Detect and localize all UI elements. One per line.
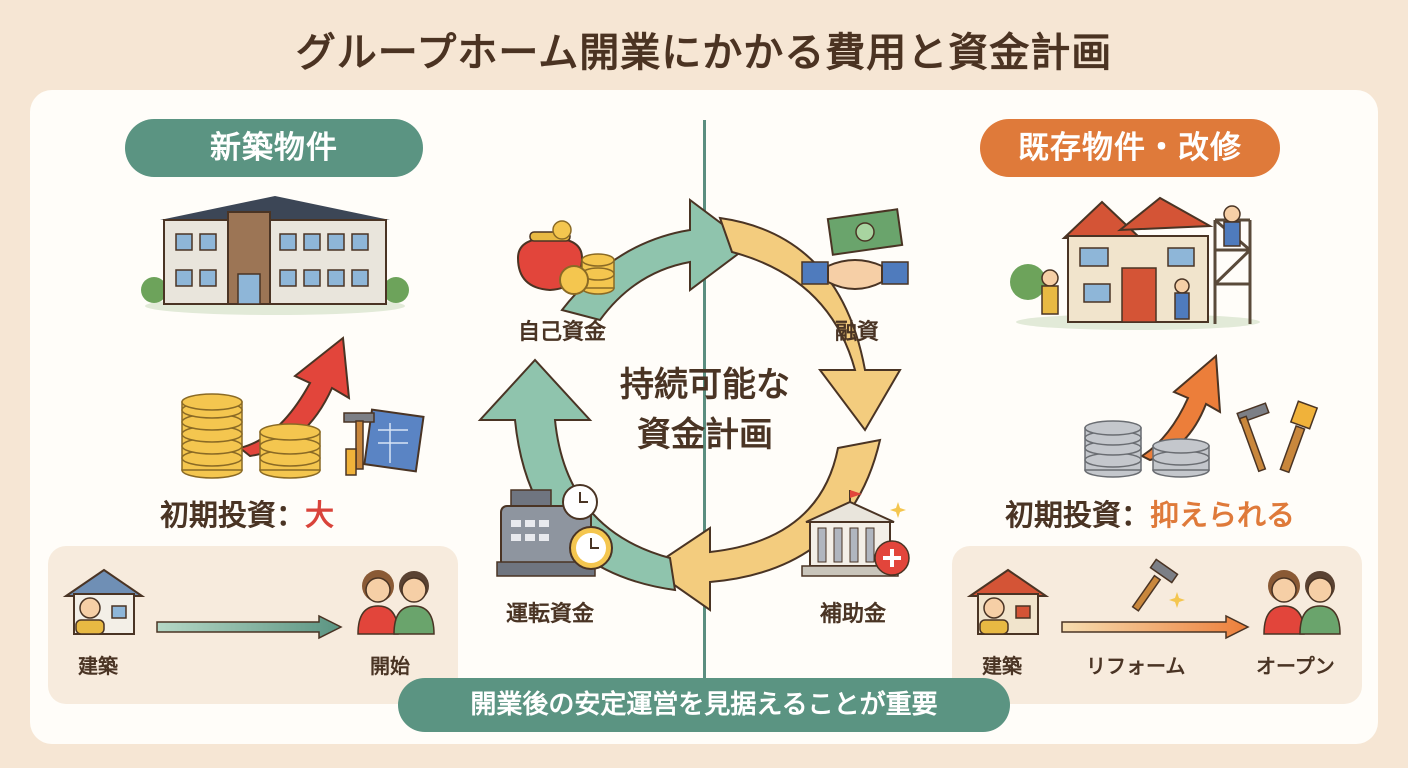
cycle-center-text: 持続可能な 資金計画 (560, 360, 850, 460)
blueprint-tools-icon (343, 408, 425, 476)
coin-purse-icon (516, 220, 615, 295)
cash-register-clock-icon (496, 484, 613, 577)
key-message-banner: 開業後の安定運営を見据えることが重要 (398, 678, 1010, 732)
renovation-header: 既存物件・改修 (980, 119, 1280, 177)
government-building-icon (801, 490, 910, 577)
investment-value-reduced: 抑えられる (1150, 498, 1296, 532)
small-hammer-icon (1131, 558, 1185, 612)
renovation-investment: 初期投資：抑えられる (1005, 492, 1295, 534)
investment-label-right: 初期投資： (1005, 498, 1151, 532)
investment-value-large: 大 (305, 498, 335, 532)
investment-label: 初期投資： (160, 498, 306, 532)
new-build-investment: 初期投資：大 (160, 492, 334, 534)
couple-icon-right (1263, 570, 1341, 635)
cycle-item-subsidy: 補助金 (819, 602, 886, 627)
flow-arrow-right (1061, 614, 1250, 640)
cycle-item-working-capital: 運転資金 (505, 602, 594, 627)
silver-coin-stacks-icon (1084, 420, 1210, 478)
house-person-icon (62, 568, 146, 635)
center-divider (703, 120, 706, 690)
hammer-brush-icon (1236, 400, 1319, 474)
flow-label-build: 建築 (78, 654, 118, 678)
flow-label-build-right: 建築 (982, 654, 1022, 678)
cycle-item-loan: 融資 (834, 320, 879, 345)
new-build-header: 新築物件 (125, 119, 423, 177)
cycle-center-line-2: 資金計画 (637, 415, 773, 455)
house-person-icon-right (966, 568, 1050, 635)
cycle-center-line-1: 持続可能な (620, 365, 790, 405)
cycle-item-own-funds: 自己資金 (517, 320, 606, 345)
renovation-house-icon (1010, 196, 1260, 330)
flow-label-start: 開始 (370, 654, 410, 678)
handshake-money-icon (801, 208, 909, 290)
coin-stacks-icon (181, 393, 321, 479)
new-building-icon (141, 196, 409, 315)
flow-arrow-left (156, 614, 343, 640)
flow-label-open: オープン (1256, 654, 1335, 678)
page-title: グループホーム開業にかかる費用と資金計画 (295, 30, 1113, 76)
couple-icon (357, 570, 435, 635)
flow-label-reform: リフォーム (1086, 654, 1186, 678)
